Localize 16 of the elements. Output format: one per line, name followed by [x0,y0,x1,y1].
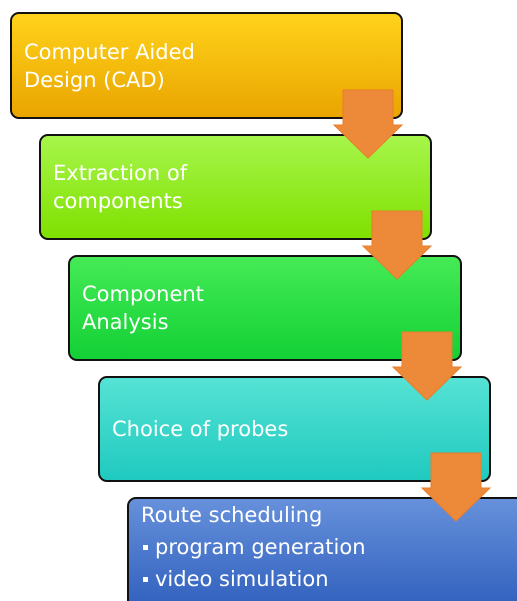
block-arrow [420,452,492,522]
box-title: Choice of probes [112,416,290,443]
process-box [68,255,462,361]
process-box [98,376,491,482]
bullet-text: program generation [155,534,366,561]
process-box [10,12,403,119]
block-arrow [392,332,462,401]
box-title: Computer Aided Design (CAD) [24,38,196,94]
box-title: Extraction of components [53,160,188,215]
bullet-text: video simulation [155,566,329,593]
block-arrow [332,90,404,159]
box-title: Route scheduling [141,502,324,529]
block-arrow [362,210,432,280]
box-title: Component Analysis [82,281,205,336]
process-box [39,134,432,240]
process-box [127,497,517,601]
